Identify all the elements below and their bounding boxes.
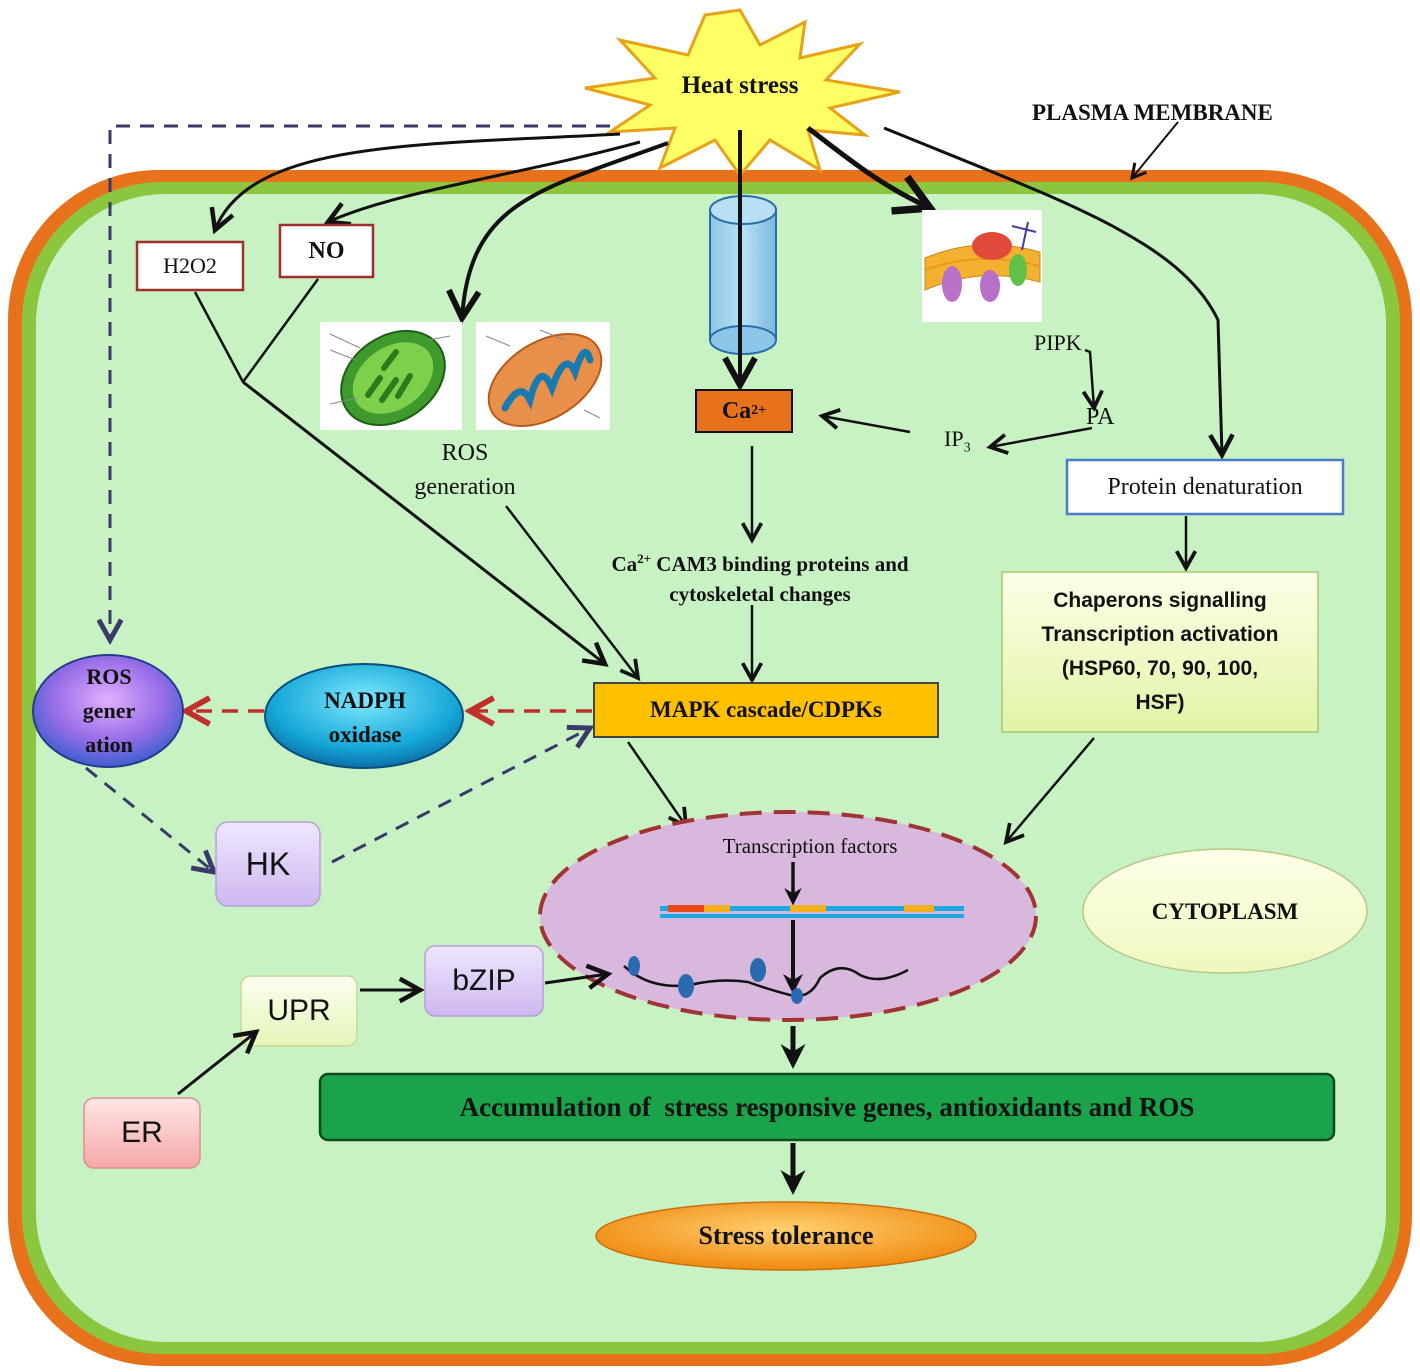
nadph-oxidase-oval <box>264 663 464 769</box>
h2o2-label: H2O2 <box>163 253 217 278</box>
ribosome-icon <box>791 988 803 1004</box>
pipk-label: PIPK <box>1034 330 1082 355</box>
chaperons-line1: Chaperons signalling <box>1053 589 1267 612</box>
arrow-er-to-upr <box>177 1032 256 1096</box>
stress-tolerance-label: Stress tolerance <box>698 1221 874 1250</box>
ip3-text: IP <box>944 426 964 451</box>
chaperons-line2: Transcription activation <box>1041 623 1279 646</box>
heat-stress-label: Heat stress <box>681 72 799 99</box>
arrow-bzip-to-nucleus <box>544 974 608 983</box>
h2o2-box <box>135 240 245 292</box>
calcium-channel-cylinder <box>709 195 777 355</box>
cam3-label: Ca2+ CAM3 binding proteins and cytoskele… <box>575 544 945 609</box>
arrow-heat-to-h2o2 <box>215 132 621 230</box>
ros-oval-line2: gener <box>82 698 136 723</box>
cam3-line1: CAM3 binding proteins and <box>651 552 909 576</box>
ros-generation-oval <box>32 654 184 768</box>
plasma-membrane-pointer <box>1132 121 1179 178</box>
bzip-box <box>424 945 544 1017</box>
bzip-label: bZIP <box>452 964 516 997</box>
ribosome-icon <box>628 956 640 976</box>
chaperons-line3: (HSP60, 70, 90, 100, <box>1061 657 1259 680</box>
line-h2o2-junction <box>193 291 245 383</box>
protein-denaturation-label: Protein denaturation <box>1107 473 1303 500</box>
arrow-heat-to-membrane <box>806 126 930 208</box>
no-box <box>278 223 375 279</box>
mapk-box <box>593 682 939 738</box>
hk-label: HK <box>245 845 291 882</box>
nadph-label: NADPH oxidase <box>265 684 465 752</box>
arrow-ip3-to-ca <box>822 416 911 434</box>
upr-box <box>240 975 358 1047</box>
plasma-membrane-label: PLASMA MEMBRANE <box>1032 100 1273 125</box>
ros-oval-label: ROS gener ation <box>34 660 184 762</box>
cytoplasm-label: CYTOPLASM <box>1151 899 1299 924</box>
chaperons-line4: HSF) <box>1135 691 1185 714</box>
arrow-heat-to-organelles <box>462 141 669 318</box>
er-box <box>83 1097 201 1169</box>
cytoplasm-area <box>36 194 1386 1342</box>
mapk-label: MAPK cascade/CDPKs <box>650 697 882 722</box>
arrow-pa-to-ip3 <box>990 426 1093 447</box>
arrow-pipk-to-pa <box>1085 348 1094 408</box>
dashed-arrow-heat-to-ros <box>110 124 610 640</box>
dna-strip-icon <box>660 905 964 918</box>
no-label: NO <box>308 237 345 264</box>
nadph-line1: NADPH <box>324 688 406 713</box>
upr-label: UPR <box>267 994 331 1027</box>
chaperons-box <box>1001 571 1319 733</box>
heat-stress-star <box>584 8 901 178</box>
lipid-bilayer-illustration <box>922 210 1042 322</box>
dashed-arrow-hk-to-mapk <box>331 728 590 864</box>
arrow-ros-to-mapk <box>505 505 638 678</box>
cam3-prefix: Ca <box>611 552 638 576</box>
ca2-box <box>695 389 793 433</box>
chaperons-label: Chaperons signalling Transcription activ… <box>1002 584 1318 720</box>
transcription-factors-label: Transcription factors <box>722 834 898 858</box>
ros-generation-line2: generation <box>414 474 516 500</box>
cam3-superscript: 2+ <box>637 551 652 566</box>
ip3-subscript: 3 <box>963 440 971 456</box>
accumulation-box <box>318 1072 1336 1142</box>
ros-generation-line1: ROS <box>441 440 489 466</box>
nadph-line2: oxidase <box>328 722 402 747</box>
cytoplasm-label-oval <box>1082 848 1368 974</box>
er-label: ER <box>121 1116 163 1149</box>
protein-denaturation-box <box>1065 458 1345 516</box>
arrow-heat-to-protein-denaturation <box>883 126 1222 455</box>
stress-tolerance-oval <box>595 1201 977 1271</box>
cam3-line2: cytoskeletal changes <box>669 582 851 606</box>
hk-box <box>215 821 321 907</box>
dashed-arrow-ros-to-hk <box>85 766 214 872</box>
pa-label: PA <box>1086 404 1115 430</box>
ros-oval-line1: ROS <box>86 664 132 689</box>
ca2-superscript: 2+ <box>751 403 767 418</box>
ribosome-icon <box>750 958 766 982</box>
ip3-label: IP3 <box>944 426 971 456</box>
arrow-chaperons-to-nucleus <box>1006 737 1095 842</box>
ros-oval-line3: ation <box>85 732 133 757</box>
accumulation-label: Accumulation of stress responsive genes,… <box>459 1091 1195 1122</box>
ribosome-icon <box>678 974 694 998</box>
arrow-mapk-to-nucleus <box>626 741 686 826</box>
ca2-text: Ca <box>721 397 752 424</box>
ros-generation-label: ROS generation <box>405 436 525 504</box>
line-no-junction <box>241 278 320 383</box>
arrow-heat-to-no <box>328 140 641 222</box>
arrow-junction-to-mapk <box>242 380 605 664</box>
